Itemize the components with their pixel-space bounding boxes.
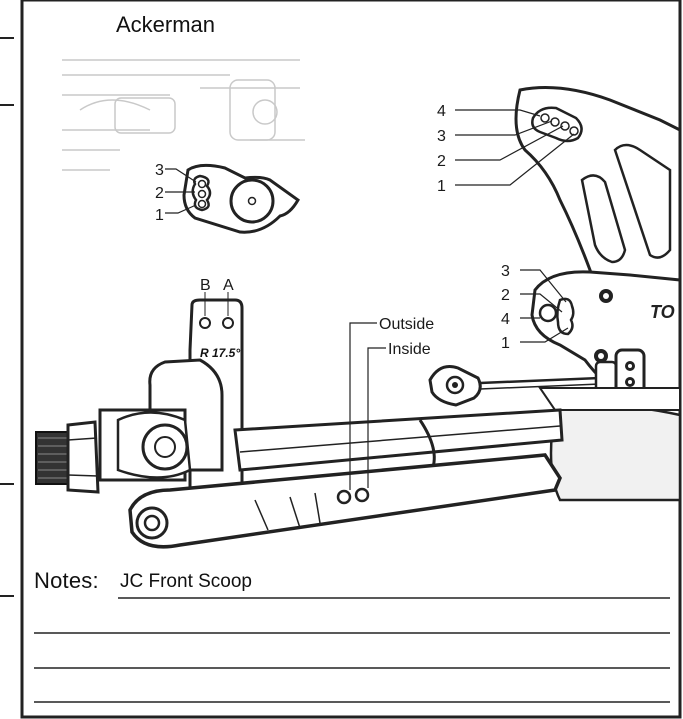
notes-value[interactable]: JC Front Scoop xyxy=(120,571,252,592)
outside-leader xyxy=(349,322,377,490)
block-hole-b-label: B xyxy=(200,277,211,294)
arm-hole-1-label: 1 xyxy=(437,178,446,195)
ackerman-hole-3-label: 3 xyxy=(155,162,164,179)
inside-leader xyxy=(367,347,386,488)
upper-arm xyxy=(233,408,564,472)
inside-label: Inside xyxy=(388,341,431,358)
block-hole-a-label: A xyxy=(223,277,234,294)
outside-label: Outside xyxy=(379,316,434,333)
caster-block-marking: R 17.5° xyxy=(200,346,240,360)
knuckle-hole-1-label: 1 xyxy=(501,335,510,352)
arm-hole-4-label: 4 xyxy=(437,103,446,120)
svg-text:TO: TO xyxy=(650,302,675,322)
knuckle-hole-2-label: 2 xyxy=(501,287,510,304)
knuckle-hole-4-label: 4 xyxy=(501,311,510,328)
ackerman-hole-2-label: 2 xyxy=(155,185,164,202)
chassis-plate xyxy=(538,387,681,411)
knuckle-hole-3-label: 3 xyxy=(501,263,510,280)
chassis-cover xyxy=(549,403,682,502)
upright-block xyxy=(98,292,244,502)
wheel-hub xyxy=(35,420,100,494)
bellcrank-arm xyxy=(455,86,682,304)
arm-hole-3-label: 3 xyxy=(437,128,446,145)
arm-hole-2-label: 2 xyxy=(437,153,446,170)
ackerman-title: Ackerman xyxy=(116,12,216,37)
ackerman-inset xyxy=(55,45,315,245)
notes-label: Notes: xyxy=(34,568,99,593)
ackerman-hole-1-label: 1 xyxy=(155,207,164,224)
lower-arm xyxy=(128,453,562,549)
